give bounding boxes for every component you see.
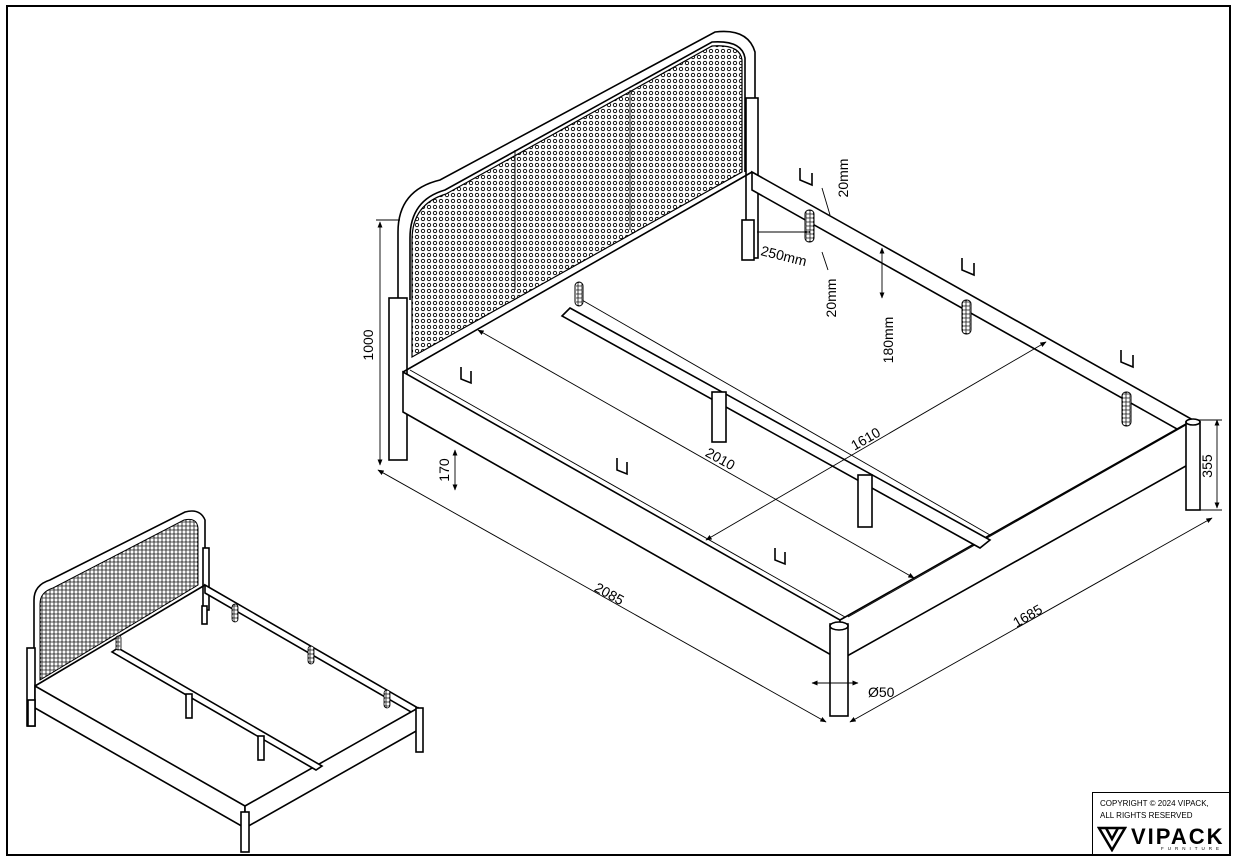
front-right-leg	[1185, 421, 1201, 511]
front-left-leg	[829, 623, 849, 717]
near-side-rail	[402, 370, 841, 662]
drawing-frame	[6, 5, 1231, 856]
perspective-bed-view	[26, 510, 424, 853]
label-leg-diameter: Ø50	[868, 684, 895, 700]
dimension-lines	[376, 187, 1222, 723]
label-outer-width: 1685	[1010, 601, 1045, 631]
label-slot-depth: 180mm	[880, 317, 896, 364]
center-leg-1	[711, 391, 727, 443]
logo-wordmark: VIPACK	[1131, 824, 1225, 849]
label-inner-length: 2010	[703, 444, 738, 473]
label-slot-offset-top: 20mm	[835, 159, 851, 198]
center-leg-back	[741, 219, 755, 261]
rattan-panel	[411, 45, 743, 359]
slot-plates	[574, 209, 1132, 427]
logo-subtitle: FURNITURE	[1161, 846, 1223, 851]
center-leg-2	[857, 474, 873, 528]
label-slot-length: 250mm	[759, 242, 808, 269]
vipack-logo: VIPACK FURNITURE	[1096, 824, 1227, 854]
label-frame-height: 355	[1199, 454, 1215, 478]
label-slot-offset-bottom: 20mm	[823, 279, 839, 318]
copyright-text: COPYRIGHT © 2024 VIPACK, ALL RIGHTS RESE…	[1100, 799, 1209, 820]
label-outer-length: 2085	[592, 579, 627, 608]
copyright-box: COPYRIGHT © 2024 VIPACK, ALL RIGHTS RESE…	[1092, 792, 1230, 855]
vipack-logo-icon	[1096, 826, 1128, 853]
label-inner-width: 1610	[848, 424, 883, 454]
label-headboard-height: 1000	[360, 329, 376, 360]
label-rail-height: 170	[436, 458, 452, 482]
headboard	[397, 30, 756, 359]
main-bed-view: 1000 170 355 2085 1685 2010 1610 Ø50 20m…	[360, 30, 1222, 723]
